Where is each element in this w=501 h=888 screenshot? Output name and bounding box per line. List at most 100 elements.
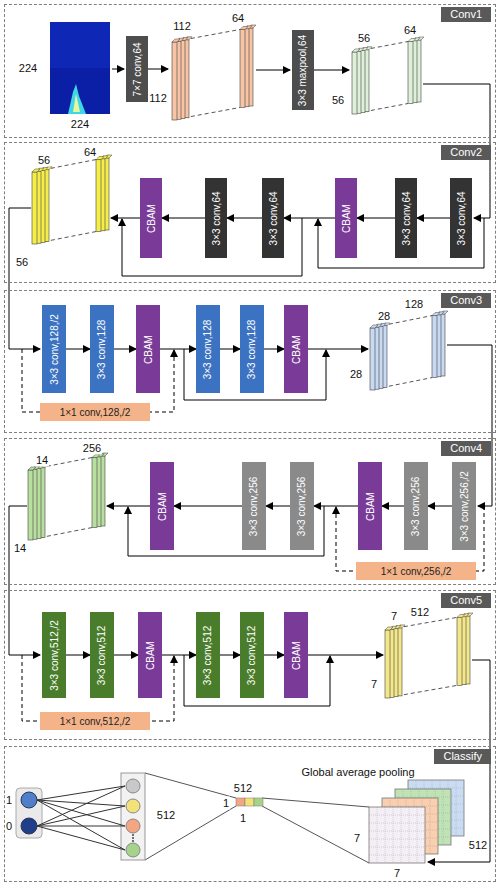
- shortcut-conv: 1×1 conv,256,/2: [356, 562, 476, 580]
- signal-core: [73, 94, 80, 112]
- grid-line: [369, 839, 425, 840]
- stage-label: Conv2: [441, 145, 491, 160]
- dimension-label: 1: [222, 797, 230, 810]
- flow-arrow: [357, 218, 395, 219]
- flow-arrow: [66, 349, 90, 350]
- funnel-line: [145, 806, 236, 860]
- conv-layer: 3×3 conv,64: [450, 178, 472, 258]
- flow-arrow: [264, 655, 284, 656]
- grid-line: [430, 798, 431, 854]
- flow-line: [308, 349, 368, 350]
- layer-label: 3×3 conv,128: [247, 319, 258, 379]
- grid-line: [369, 823, 425, 824]
- conv-layer: 3×3 conv,64: [395, 178, 417, 258]
- fc-weight: [37, 800, 125, 826]
- signal-trace: [68, 84, 86, 114]
- pooled-vector: [254, 798, 263, 806]
- grid-line: [393, 807, 394, 863]
- input-shade: [50, 22, 110, 68]
- cbam-block: CBAM: [150, 462, 174, 550]
- stage-label: Conv5: [441, 593, 491, 608]
- depth-edge: [44, 160, 96, 170]
- output-layer: [16, 788, 42, 838]
- layer-label: 3×3 conv,512: [97, 625, 108, 685]
- feature-slice: [408, 42, 413, 104]
- layer-label: CBAM: [291, 641, 302, 670]
- neuron: [126, 799, 140, 813]
- flow-arrow: [160, 349, 196, 350]
- conv-layer: 3×3 conv,512: [196, 612, 220, 698]
- depth-edge: [40, 528, 92, 538]
- neuron: [126, 779, 140, 793]
- pooled-vector: [236, 798, 245, 806]
- layer-label: CBAM: [143, 335, 154, 364]
- cbam-block: CBAM: [138, 612, 162, 698]
- flow-line: [112, 69, 124, 70]
- flow-arrow: [220, 655, 240, 656]
- dimension-label: 28: [349, 368, 363, 381]
- layer-label: CBAM: [291, 335, 302, 364]
- flow-arrow: [66, 655, 90, 656]
- flow-arrow: [220, 349, 240, 350]
- fc-weight: [37, 786, 125, 826]
- flow-arrow: [382, 506, 404, 507]
- fc-weight: [37, 800, 125, 806]
- cbam-block: CBAM: [335, 178, 357, 258]
- stage-panel: Conv33×3 conv,128,/23×3 conv,128CBAM3×3 …: [4, 290, 496, 433]
- dimension-label: 112: [148, 92, 168, 105]
- stage-caption: Global average pooling: [300, 766, 415, 779]
- layer-label: 3×3 conv,128: [97, 319, 108, 379]
- grid-line: [456, 780, 457, 836]
- grid-line: [417, 807, 418, 863]
- grid-line: [408, 788, 464, 789]
- flow-arrow: [428, 506, 452, 507]
- funnel-line: [262, 798, 369, 807]
- conv-layer: 3×3 conv,256: [290, 462, 314, 550]
- grid-line: [382, 806, 438, 807]
- dimension-label: 56: [331, 94, 345, 107]
- feature-slice: [432, 316, 437, 378]
- depth-edge: [184, 107, 240, 117]
- dimension-label: 7: [370, 678, 378, 691]
- dimension-label: 7: [353, 832, 361, 845]
- flow-line: [308, 655, 383, 656]
- fc-weight: [37, 826, 125, 850]
- conv-layer: 3×3 conv,512: [240, 612, 264, 698]
- flow-line: [107, 506, 150, 507]
- conv-layer: 7×7 conv,64: [126, 36, 148, 102]
- dimension-label: 64: [83, 146, 97, 159]
- layer-label: 3×3 conv,64: [401, 191, 412, 245]
- depth-edge: [184, 29, 240, 39]
- dimension-label: 224: [70, 118, 90, 131]
- conv-layer: 3×3 conv,128: [196, 305, 220, 393]
- grid-line: [385, 807, 386, 863]
- input-spectrogram: [50, 22, 110, 114]
- cbam-block: CBAM: [136, 305, 160, 393]
- fc-weight: [37, 800, 125, 850]
- slice-top: [28, 467, 36, 470]
- feature-slice: [370, 328, 375, 390]
- conv-layer: 3×3 conv,256: [242, 462, 266, 550]
- stage-link: [9, 208, 40, 349]
- feature-slice: [457, 617, 462, 685]
- depth-edge: [364, 104, 408, 112]
- cbam-block: CBAM: [284, 305, 308, 393]
- layer-label: 7×7 conv,64: [132, 42, 143, 96]
- dimension-label: 28: [377, 310, 391, 323]
- feature-slice: [28, 470, 33, 540]
- flow-arrow: [162, 218, 205, 219]
- grid-line: [443, 789, 444, 845]
- feature-slice: [92, 458, 97, 528]
- stage-label: Conv4: [441, 441, 491, 456]
- dimension-label: 56: [15, 256, 29, 269]
- flow-arrow: [162, 655, 196, 656]
- layer-label: 3×3 maxpool,64: [298, 34, 309, 105]
- flow-arrow: [114, 655, 138, 656]
- feature-slice: [172, 42, 177, 120]
- layer-label: 3×3 conv,256: [411, 476, 422, 536]
- fc-weight: [37, 826, 125, 827]
- flow-arrow: [264, 349, 284, 350]
- layer-label: 3×3 conv,64: [268, 191, 279, 245]
